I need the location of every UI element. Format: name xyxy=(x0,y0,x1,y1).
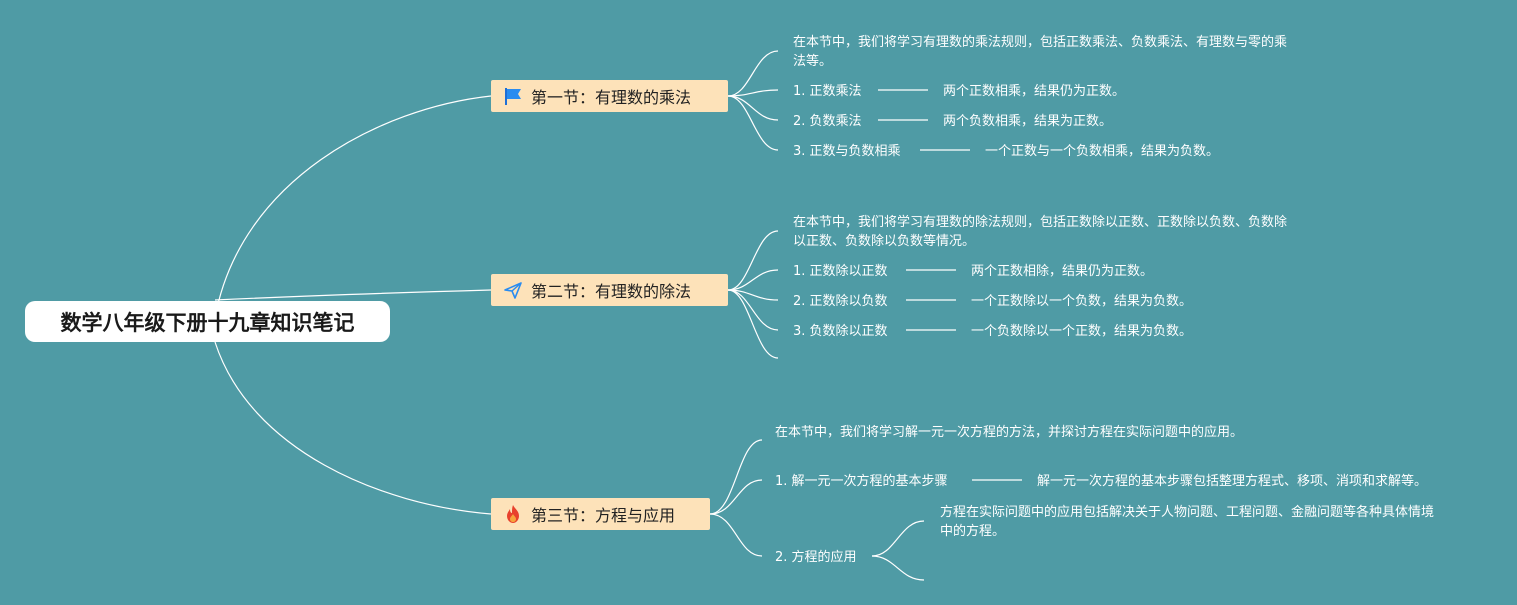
section-1-item-2-label: 2. 负数乘法 xyxy=(793,114,862,129)
section-1-item-2-detail: 两个负数相乘，结果为正数。 xyxy=(943,114,1113,129)
root-topic[interactable]: 数学八年级下册十九章知识笔记 xyxy=(25,301,390,342)
section-1-title: 第一节：有理数的乘法 xyxy=(531,88,692,107)
section-3-item-1-detail: 解一元一次方程的基本步骤包括整理方程式、移项、消项和求解等。 xyxy=(1037,474,1428,489)
section-1-item-1-detail: 两个正数相乘，结果仍为正数。 xyxy=(943,84,1126,99)
section-1-item-1-label: 1. 正数乘法 xyxy=(793,84,862,99)
root-to-section-3-line xyxy=(214,341,492,515)
section-3-topic[interactable]: 第三节：方程与应用 xyxy=(491,498,710,530)
root-to-section-1-line xyxy=(214,95,492,319)
paper-plane-icon xyxy=(503,280,523,300)
s1-branch-3 xyxy=(727,95,779,151)
section-2-intro: 在本节中，我们将学习有理数的除法规则，包括正数除以正数、正数除以负数、负数除以正… xyxy=(793,215,1288,249)
section-2-item-3-detail: 一个负数除以一个正数，结果为负数。 xyxy=(971,324,1193,339)
s2-branch-empty xyxy=(727,289,779,359)
s3-sub-top xyxy=(871,520,925,557)
section-1-topic[interactable]: 第一节：有理数的乘法 xyxy=(491,80,728,112)
s3-branch-intro xyxy=(709,439,763,515)
section-2-item-1-label: 1. 正数除以正数 xyxy=(793,264,888,279)
fire-icon xyxy=(503,504,523,524)
section-2-item-1-detail: 两个正数相除，结果仍为正数。 xyxy=(971,264,1154,279)
section-2-item-2-detail: 一个正数除以一个负数，结果为负数。 xyxy=(971,294,1193,309)
section-2-title: 第二节：有理数的除法 xyxy=(531,282,692,301)
section-3-intro: 在本节中，我们将学习解一元一次方程的方法，并探讨方程在实际问题中的应用。 xyxy=(775,425,1244,440)
section-3-title: 第三节：方程与应用 xyxy=(531,506,676,525)
section-1-intro: 在本节中，我们将学习有理数的乘法规则，包括正数乘法、负数乘法、有理数与零的乘法等… xyxy=(793,35,1288,69)
root-to-section-2-line xyxy=(214,289,492,301)
section-3-item-2-label: 2. 方程的应用 xyxy=(775,550,857,565)
s2-branch-1 xyxy=(727,269,779,291)
s1-branch-intro xyxy=(727,50,779,97)
section-3-item-1-label: 1. 解一元一次方程的基本步骤 xyxy=(775,474,948,489)
s2-branch-intro xyxy=(727,230,779,291)
section-1-item-3-detail: 一个正数与一个负数相乘，结果为负数。 xyxy=(985,144,1220,159)
s3-sub-bottom xyxy=(871,555,925,581)
s3-branch-2 xyxy=(709,513,763,557)
section-1-item-3-label: 3. 正数与负数相乘 xyxy=(793,144,901,159)
s3-branch-1 xyxy=(709,479,763,515)
root-title: 数学八年级下册十九章知识笔记 xyxy=(60,310,355,335)
section-2-item-3-label: 3. 负数除以正数 xyxy=(793,324,888,339)
s1-branch-1 xyxy=(727,89,779,97)
flag-icon xyxy=(503,86,523,106)
section-2-item-2-label: 2. 正数除以负数 xyxy=(793,294,888,309)
section-2-topic[interactable]: 第二节：有理数的除法 xyxy=(491,274,728,306)
s1-branch-2 xyxy=(727,95,779,121)
s2-branch-3 xyxy=(727,289,779,331)
section-3-item-2-detail: 方程在实际问题中的应用包括解决关于人物问题、工程问题、金融问题等各种具体情境中的… xyxy=(940,505,1435,539)
